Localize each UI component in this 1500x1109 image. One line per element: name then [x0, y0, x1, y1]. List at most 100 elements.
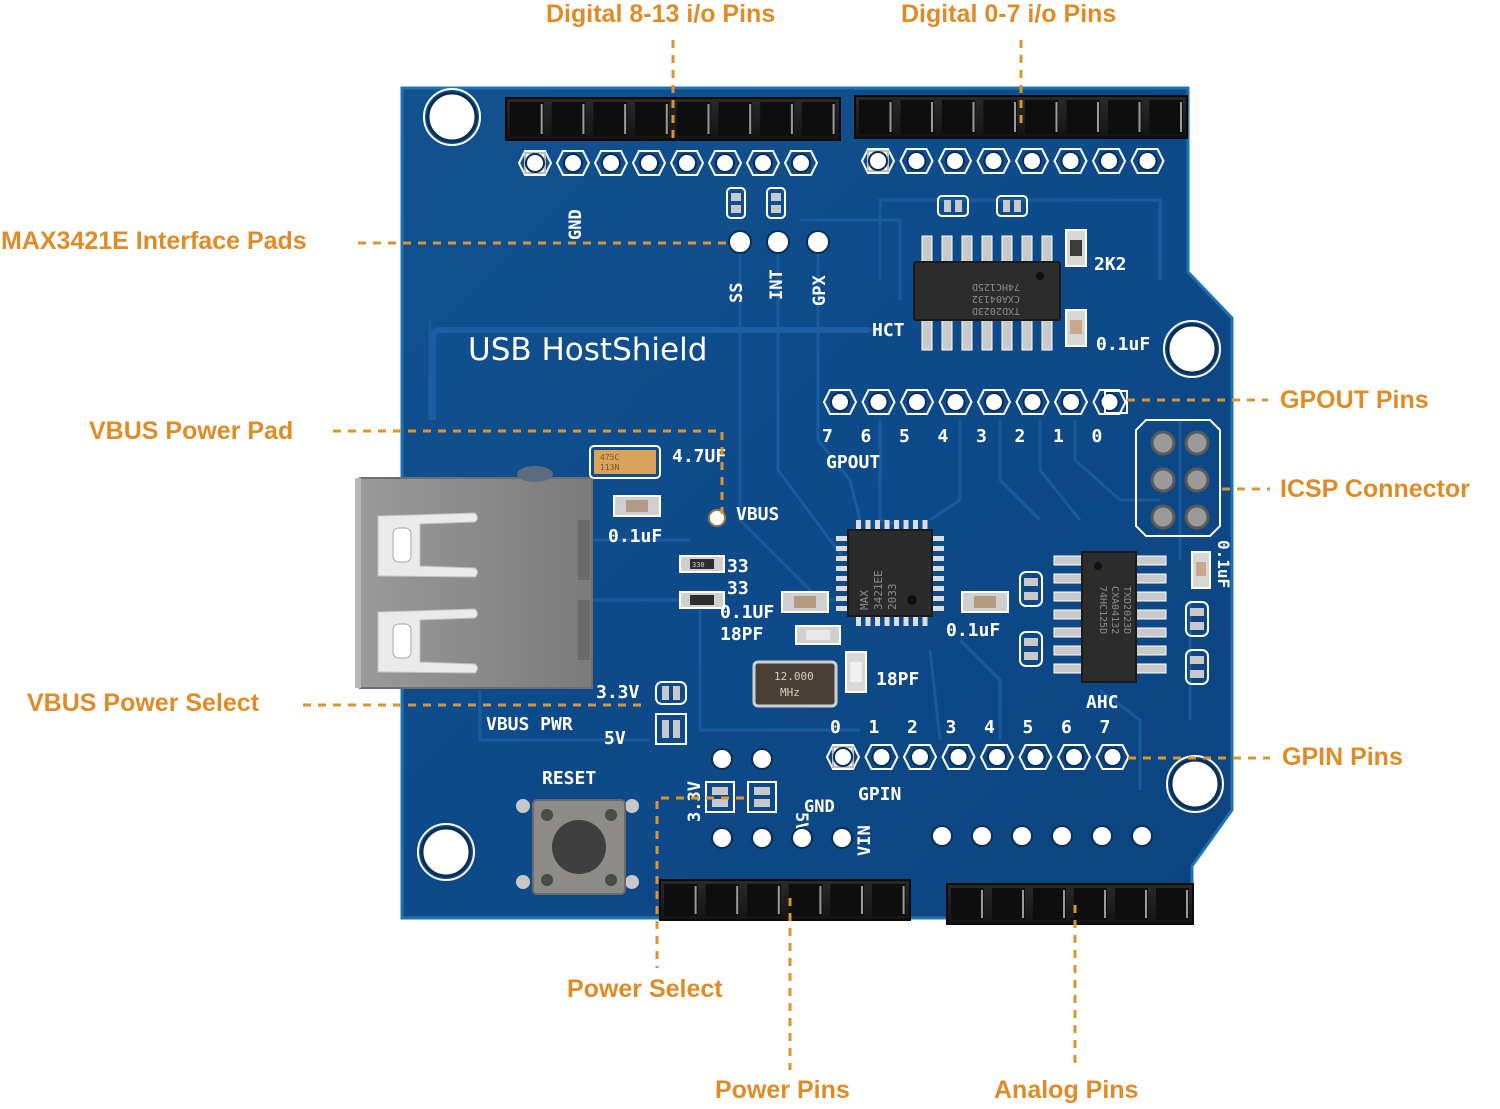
- through-hole: [1022, 151, 1042, 171]
- silk-ahc: AHC: [1086, 692, 1119, 713]
- tantalum-marking-2: 113N: [600, 463, 619, 472]
- chip-pin: [1135, 555, 1167, 566]
- through-hole: [948, 747, 969, 767]
- chip-pin: [930, 536, 944, 541]
- silk-cap-top: 0.1uF: [1096, 334, 1150, 355]
- chip-pin: [961, 319, 973, 351]
- max-chip-marking-2: 3421EE: [872, 570, 885, 610]
- callout-gpin-pins: GPIN Pins: [1282, 743, 1403, 771]
- pad-outline: [745, 150, 781, 176]
- header-socket: [859, 100, 893, 134]
- mounting-hole-right-upper: [1166, 323, 1218, 375]
- chip-pin: [1135, 645, 1167, 656]
- chip-pin: [1053, 591, 1083, 602]
- chip-pin: [1001, 235, 1013, 263]
- header-socket: [760, 102, 794, 136]
- icsp-pin: [1150, 504, 1176, 530]
- leader-power-select: [655, 796, 744, 968]
- chip-pin: [1053, 627, 1083, 638]
- through-hole: [1022, 392, 1043, 412]
- pad-outline: [1130, 148, 1165, 174]
- callout-vbus-power-pad: VBUS Power Pad: [89, 417, 294, 445]
- chip-pin: [903, 520, 909, 532]
- header-socket: [510, 102, 544, 136]
- through-hole: [907, 392, 927, 412]
- pad-outline: [1053, 148, 1088, 174]
- mounting-hole-bottom-left: [420, 826, 472, 878]
- chip-pin: [921, 319, 933, 351]
- through-hole: [1099, 151, 1119, 171]
- pad-outline: [937, 148, 973, 174]
- pad-outline: [707, 150, 743, 176]
- through-hole: [1060, 151, 1081, 171]
- through-hole: [677, 153, 697, 173]
- through-hole: [971, 825, 993, 847]
- through-hole: [791, 153, 811, 173]
- silk-cap-mid: 0.1UF: [720, 602, 774, 623]
- silk-vbus-pwr: VBUS PWR: [486, 714, 573, 735]
- gpout-pin-number: 7: [822, 426, 833, 447]
- pad-outline: [1014, 148, 1050, 174]
- gpout-pads: [822, 389, 1128, 415]
- through-hole: [1131, 825, 1153, 847]
- callout-analog-pins: Analog Pins: [994, 1076, 1139, 1104]
- power-header: [659, 879, 911, 921]
- through-hole: [525, 153, 545, 173]
- header-socket: [788, 884, 823, 916]
- pad-outline: [555, 150, 591, 176]
- gpout-pin-number: 2: [1015, 426, 1026, 447]
- pad-outline: [860, 148, 896, 174]
- icsp-pin: [1184, 467, 1210, 493]
- silk-vin: VIN: [855, 825, 875, 856]
- pad-outline: [1015, 389, 1050, 415]
- hct-chip-marking-3: TXD2023D: [972, 305, 1020, 316]
- gpin-pin-number: 6: [1061, 717, 1072, 738]
- through-hole: [906, 151, 927, 171]
- chip-pin: [856, 520, 861, 532]
- chip-pin: [913, 520, 918, 532]
- chip-pin: [856, 614, 861, 626]
- silk-reset: RESET: [542, 768, 596, 789]
- pad-outline: [825, 744, 861, 770]
- through-hole: [1137, 151, 1158, 171]
- header-socket: [635, 102, 669, 136]
- chip-pin: [921, 235, 933, 263]
- pad-outline: [783, 150, 819, 176]
- max3421e-chip: MAX 3421EE 2033: [836, 520, 944, 626]
- gpin-pin-number: 4: [984, 717, 995, 738]
- pad-outline: [864, 744, 899, 770]
- ahc-chip-marking-3: TXD2023D: [1121, 586, 1132, 634]
- crystal-12mhz: 12.000 MHz: [752, 651, 867, 708]
- chip-pin: [930, 596, 944, 601]
- icsp-pin: [1184, 504, 1210, 530]
- header-socket: [1115, 888, 1148, 920]
- chip-pin: [836, 566, 850, 571]
- silk-gpout: GPOUT: [826, 452, 880, 473]
- pad-outline: [899, 389, 935, 415]
- header-socket: [951, 888, 984, 920]
- pad-outline: [899, 148, 934, 174]
- through-hole: [1011, 825, 1033, 847]
- through-hole: [868, 151, 888, 171]
- chip-pin: [930, 566, 944, 571]
- silk-ss: SS: [727, 283, 747, 303]
- header-socket: [992, 888, 1025, 920]
- chip-pin: [930, 606, 944, 611]
- through-hole: [1051, 825, 1073, 847]
- gpout-pin-number: 4: [938, 426, 949, 447]
- chip-pin: [961, 235, 973, 263]
- vbus-power-jumpers: [655, 681, 687, 745]
- through-hole: [1091, 825, 1113, 847]
- silk-cap-icsp: 0.1uF: [1214, 540, 1233, 588]
- chip-pin: [1053, 555, 1083, 566]
- through-hole: [830, 392, 850, 412]
- silk-gpin: GPIN: [858, 784, 901, 805]
- pad-outline: [1053, 389, 1089, 415]
- icsp-pin: [1150, 467, 1176, 493]
- chip-pin: [894, 520, 899, 532]
- through-hole: [601, 153, 621, 173]
- callout-max3421e-pads: MAX3421E Interface Pads: [1, 227, 307, 255]
- callout-icsp-connector: ICSP Connector: [1280, 475, 1470, 503]
- silk-ps-5v: 5V: [791, 812, 811, 832]
- pad-outline: [976, 148, 1011, 174]
